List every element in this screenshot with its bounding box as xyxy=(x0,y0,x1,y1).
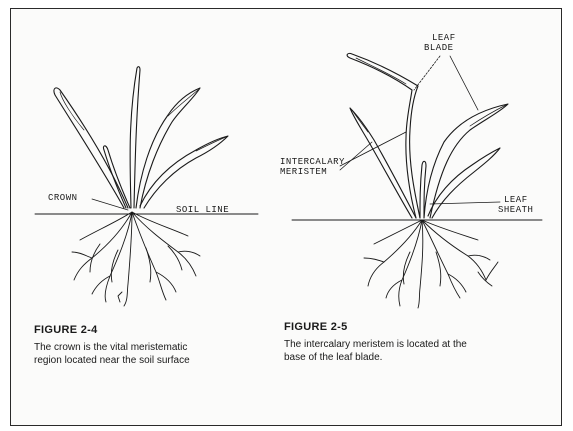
figure-2-5-caption: The intercalary meristem is located at t… xyxy=(284,338,534,364)
figure-2-5-plant xyxy=(292,53,542,308)
label-soil-line: SOIL LINE xyxy=(176,206,229,215)
leaf-sheath-leader xyxy=(430,202,500,204)
label-intercalary-line1: INTERCALARY xyxy=(280,158,345,167)
crown-plant-leaves xyxy=(54,67,228,208)
label-leaf-blade-line1: LEAF xyxy=(432,34,456,43)
figure-2-5-caption-line2: base of the leaf blade. xyxy=(284,351,534,364)
figure-2-5-caption-line1: The intercalary meristem is located at t… xyxy=(284,338,534,351)
meristem-plant-roots xyxy=(364,220,498,308)
figure-2-4-title: FIGURE 2-4 xyxy=(34,324,98,336)
leaf-blade-leader-2 xyxy=(450,56,478,110)
label-leaf-sheath-line1: LEAF xyxy=(504,196,528,205)
label-leaf-blade-line2: BLADE xyxy=(424,44,454,53)
crown-plant-roots xyxy=(72,212,200,306)
figure-2-4-caption-line1: The crown is the vital meristematic xyxy=(34,341,284,354)
meristem-plant-leaves xyxy=(347,53,508,218)
figure-2-4-caption-line2: region located near the soil surface xyxy=(34,354,284,367)
figure-2-5-title: FIGURE 2-5 xyxy=(284,321,348,333)
leaf-blade-leader-1 xyxy=(414,56,440,90)
figure-2-4-plant xyxy=(35,67,258,306)
label-intercalary-line2: MERISTEM xyxy=(280,168,327,177)
figure-2-4-caption: The crown is the vital meristematic regi… xyxy=(34,341,284,367)
label-crown: CROWN xyxy=(48,194,78,203)
label-leaf-sheath-line2: SHEATH xyxy=(498,206,533,215)
